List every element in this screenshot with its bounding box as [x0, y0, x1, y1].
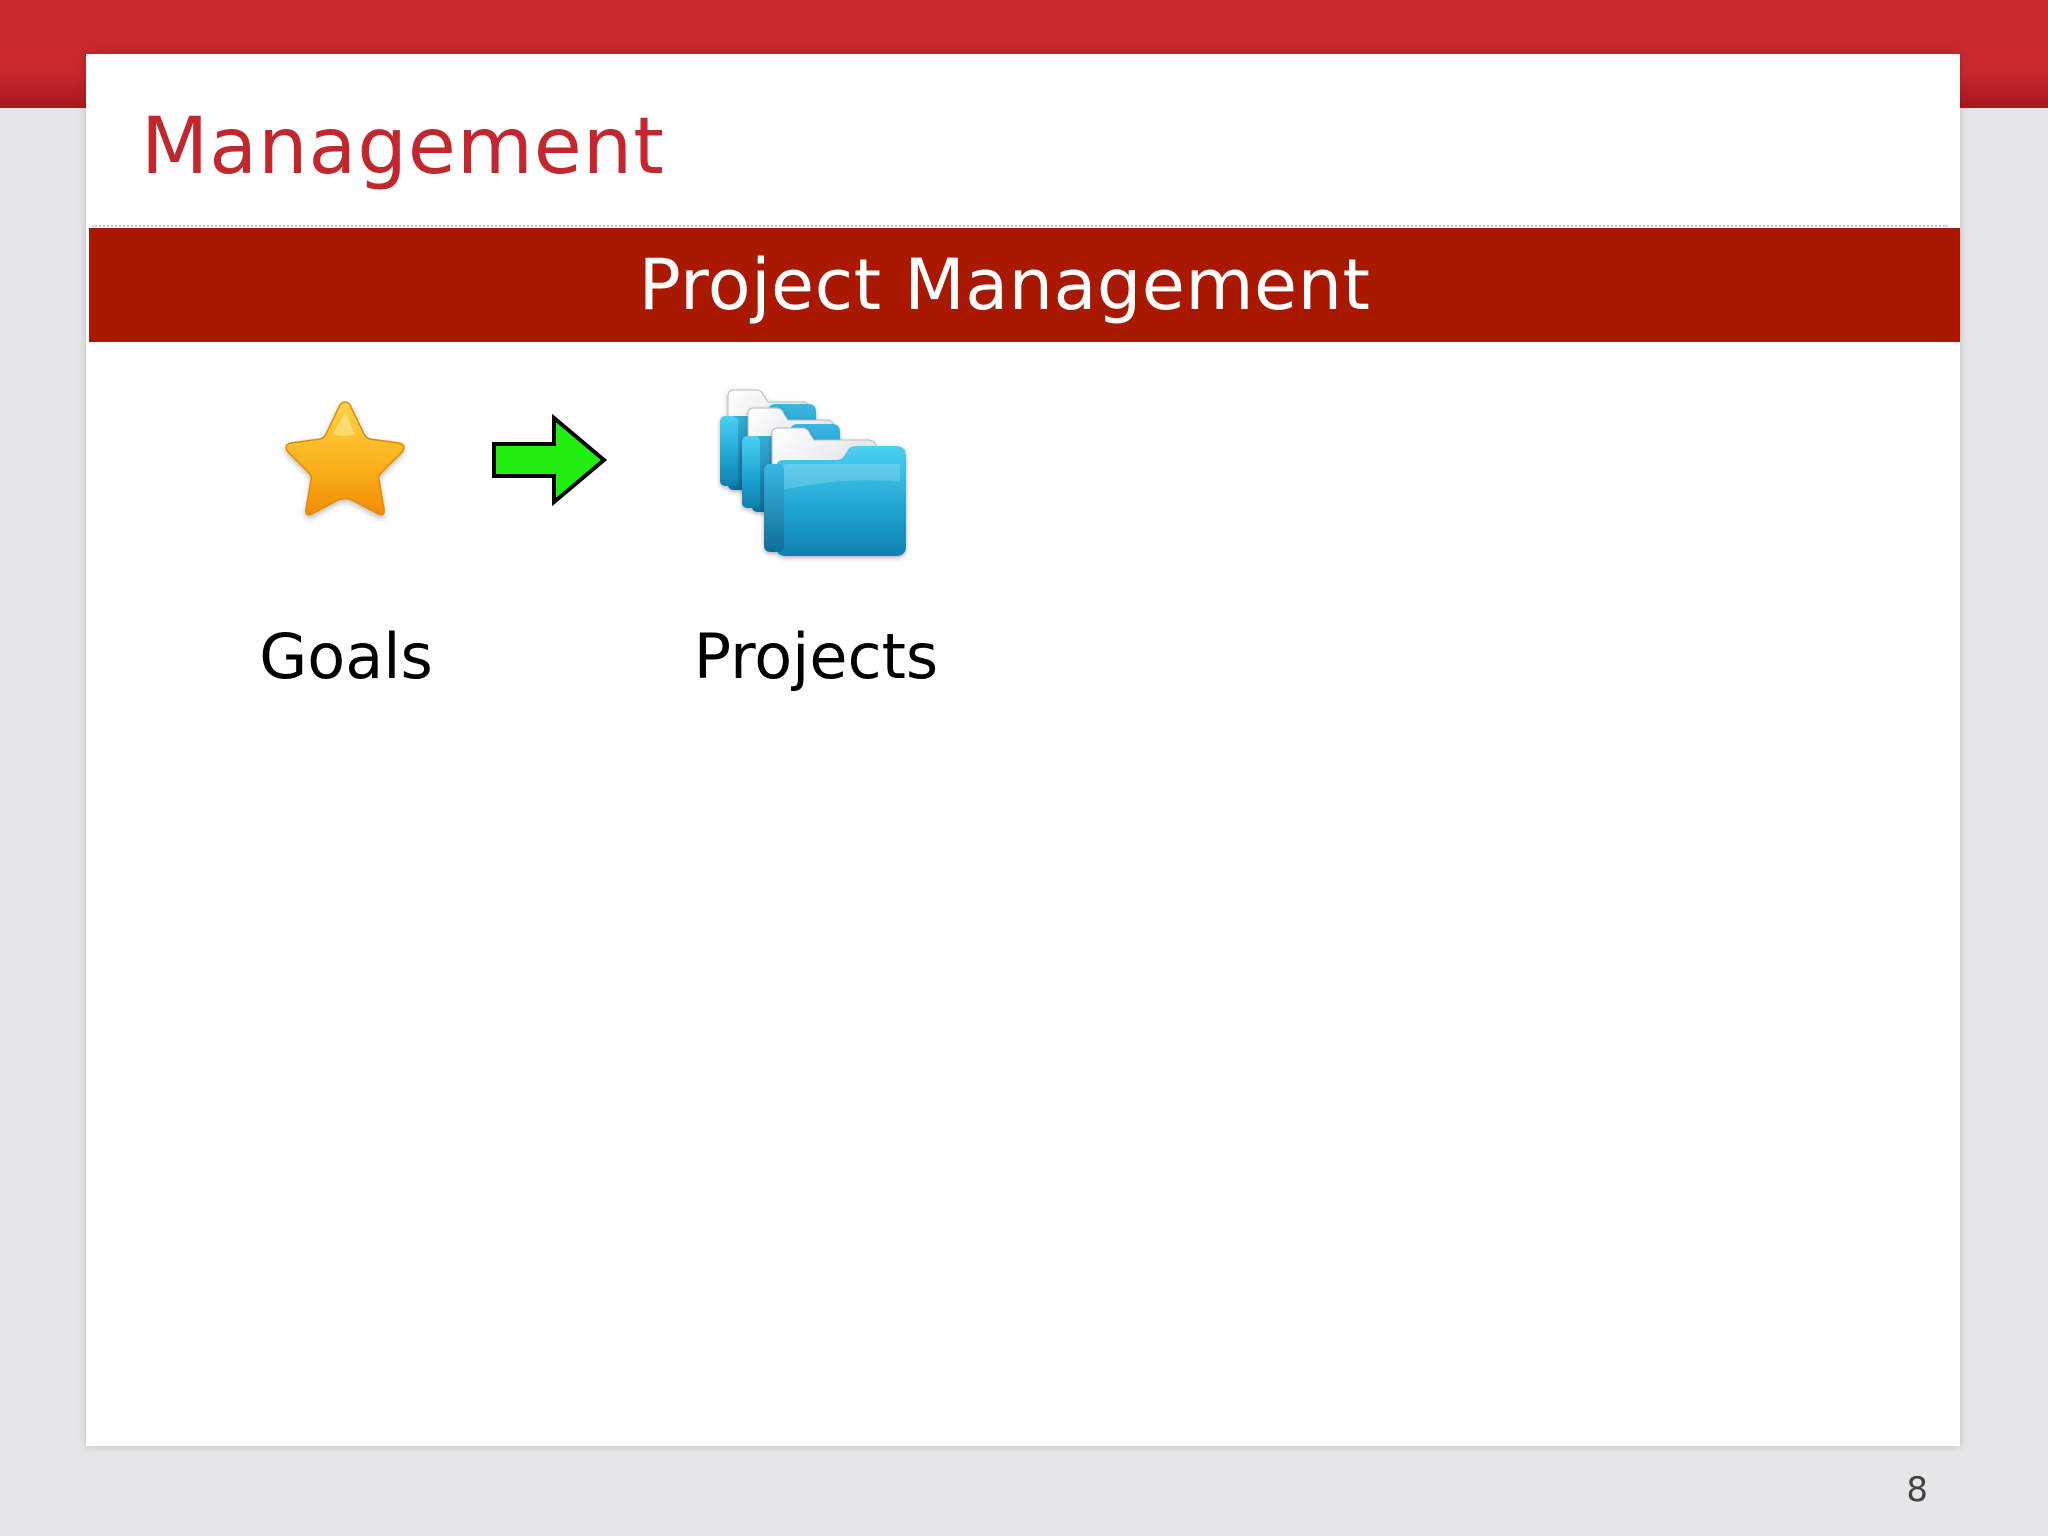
star-icon [285, 401, 405, 516]
goals-label: Goals [259, 620, 433, 693]
folders-icon [720, 389, 906, 556]
slide-title: Management [141, 102, 665, 192]
slide: Management Project Management [86, 54, 1960, 1446]
projects-label: Projects [693, 620, 939, 693]
arrow-right-icon [492, 414, 608, 506]
section-banner: Project Management [89, 228, 1960, 342]
banner-text: Project Management [638, 244, 1371, 326]
page-number: 8 [1906, 1470, 1928, 1510]
title-divider [92, 225, 1948, 227]
